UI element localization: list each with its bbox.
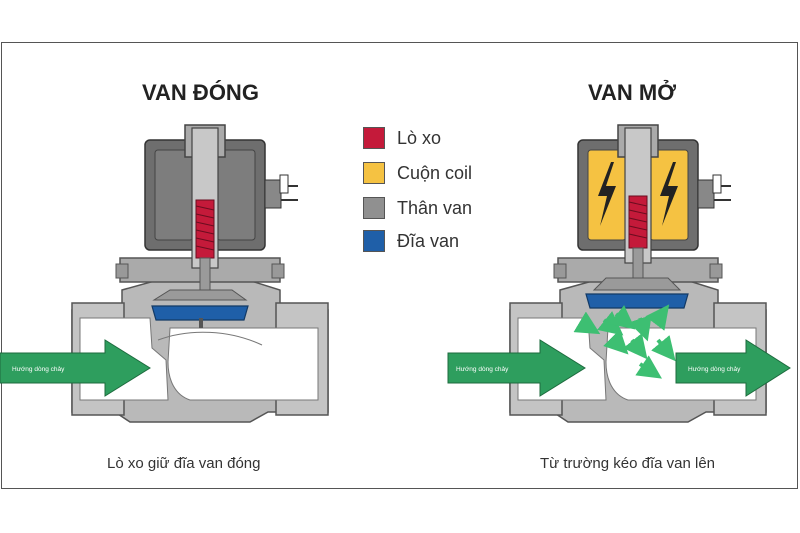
open-valve-inner-flow-arrows (573, 304, 676, 379)
lightning-icon (660, 162, 678, 226)
legend-swatch-spring (363, 127, 385, 149)
legend-swatch-body (363, 197, 385, 219)
legend-label-coil: Cuộn coil (397, 162, 473, 183)
open-valve-caption: Từ trường kéo đĩa van lên (540, 455, 716, 472)
legend-label-body: Thân van (397, 197, 473, 218)
legend-item-disc: Đĩa van (363, 229, 459, 253)
lightning-icon (598, 162, 616, 226)
legend-swatch-coil (363, 162, 385, 184)
legend-swatch-disc (363, 230, 385, 252)
closed-valve-disc (151, 305, 249, 321)
open-valve-title: VAN MỞ (588, 80, 677, 105)
open-valve: Hướng dòng chảy Hướng dòng chảy (447, 124, 791, 423)
legend-item-spring: Lò xo (363, 126, 441, 150)
closed-valve-flow-label: Hướng dòng chảy (12, 366, 65, 373)
open-valve-outlet-flow-arrow: Hướng dòng chảy (675, 339, 791, 397)
open-valve-disc (585, 293, 689, 309)
open-valve-flow-label-out: Hướng dòng chảy (688, 366, 741, 373)
legend-item-coil: Cuộn coil (363, 161, 472, 185)
closed-valve: Hướng dòng chảy (0, 124, 329, 423)
legend-label-disc: Đĩa van (397, 230, 460, 251)
legend-label-spring: Lò xo (397, 127, 442, 148)
legend-item-body: Thân van (363, 196, 472, 220)
closed-valve-flow-arrow: Hướng dòng chảy (0, 339, 151, 397)
closed-valve-disc-pin (199, 318, 203, 328)
closed-valve-body (71, 257, 329, 423)
open-valve-flow-label-in: Hướng dòng chảy (456, 366, 509, 373)
open-valve-inlet-flow-arrow: Hướng dòng chảy (447, 339, 586, 397)
closed-valve-title: VAN ĐÓNG (142, 80, 259, 105)
closed-valve-caption: Lò xo giữ đĩa van đóng (107, 455, 261, 472)
